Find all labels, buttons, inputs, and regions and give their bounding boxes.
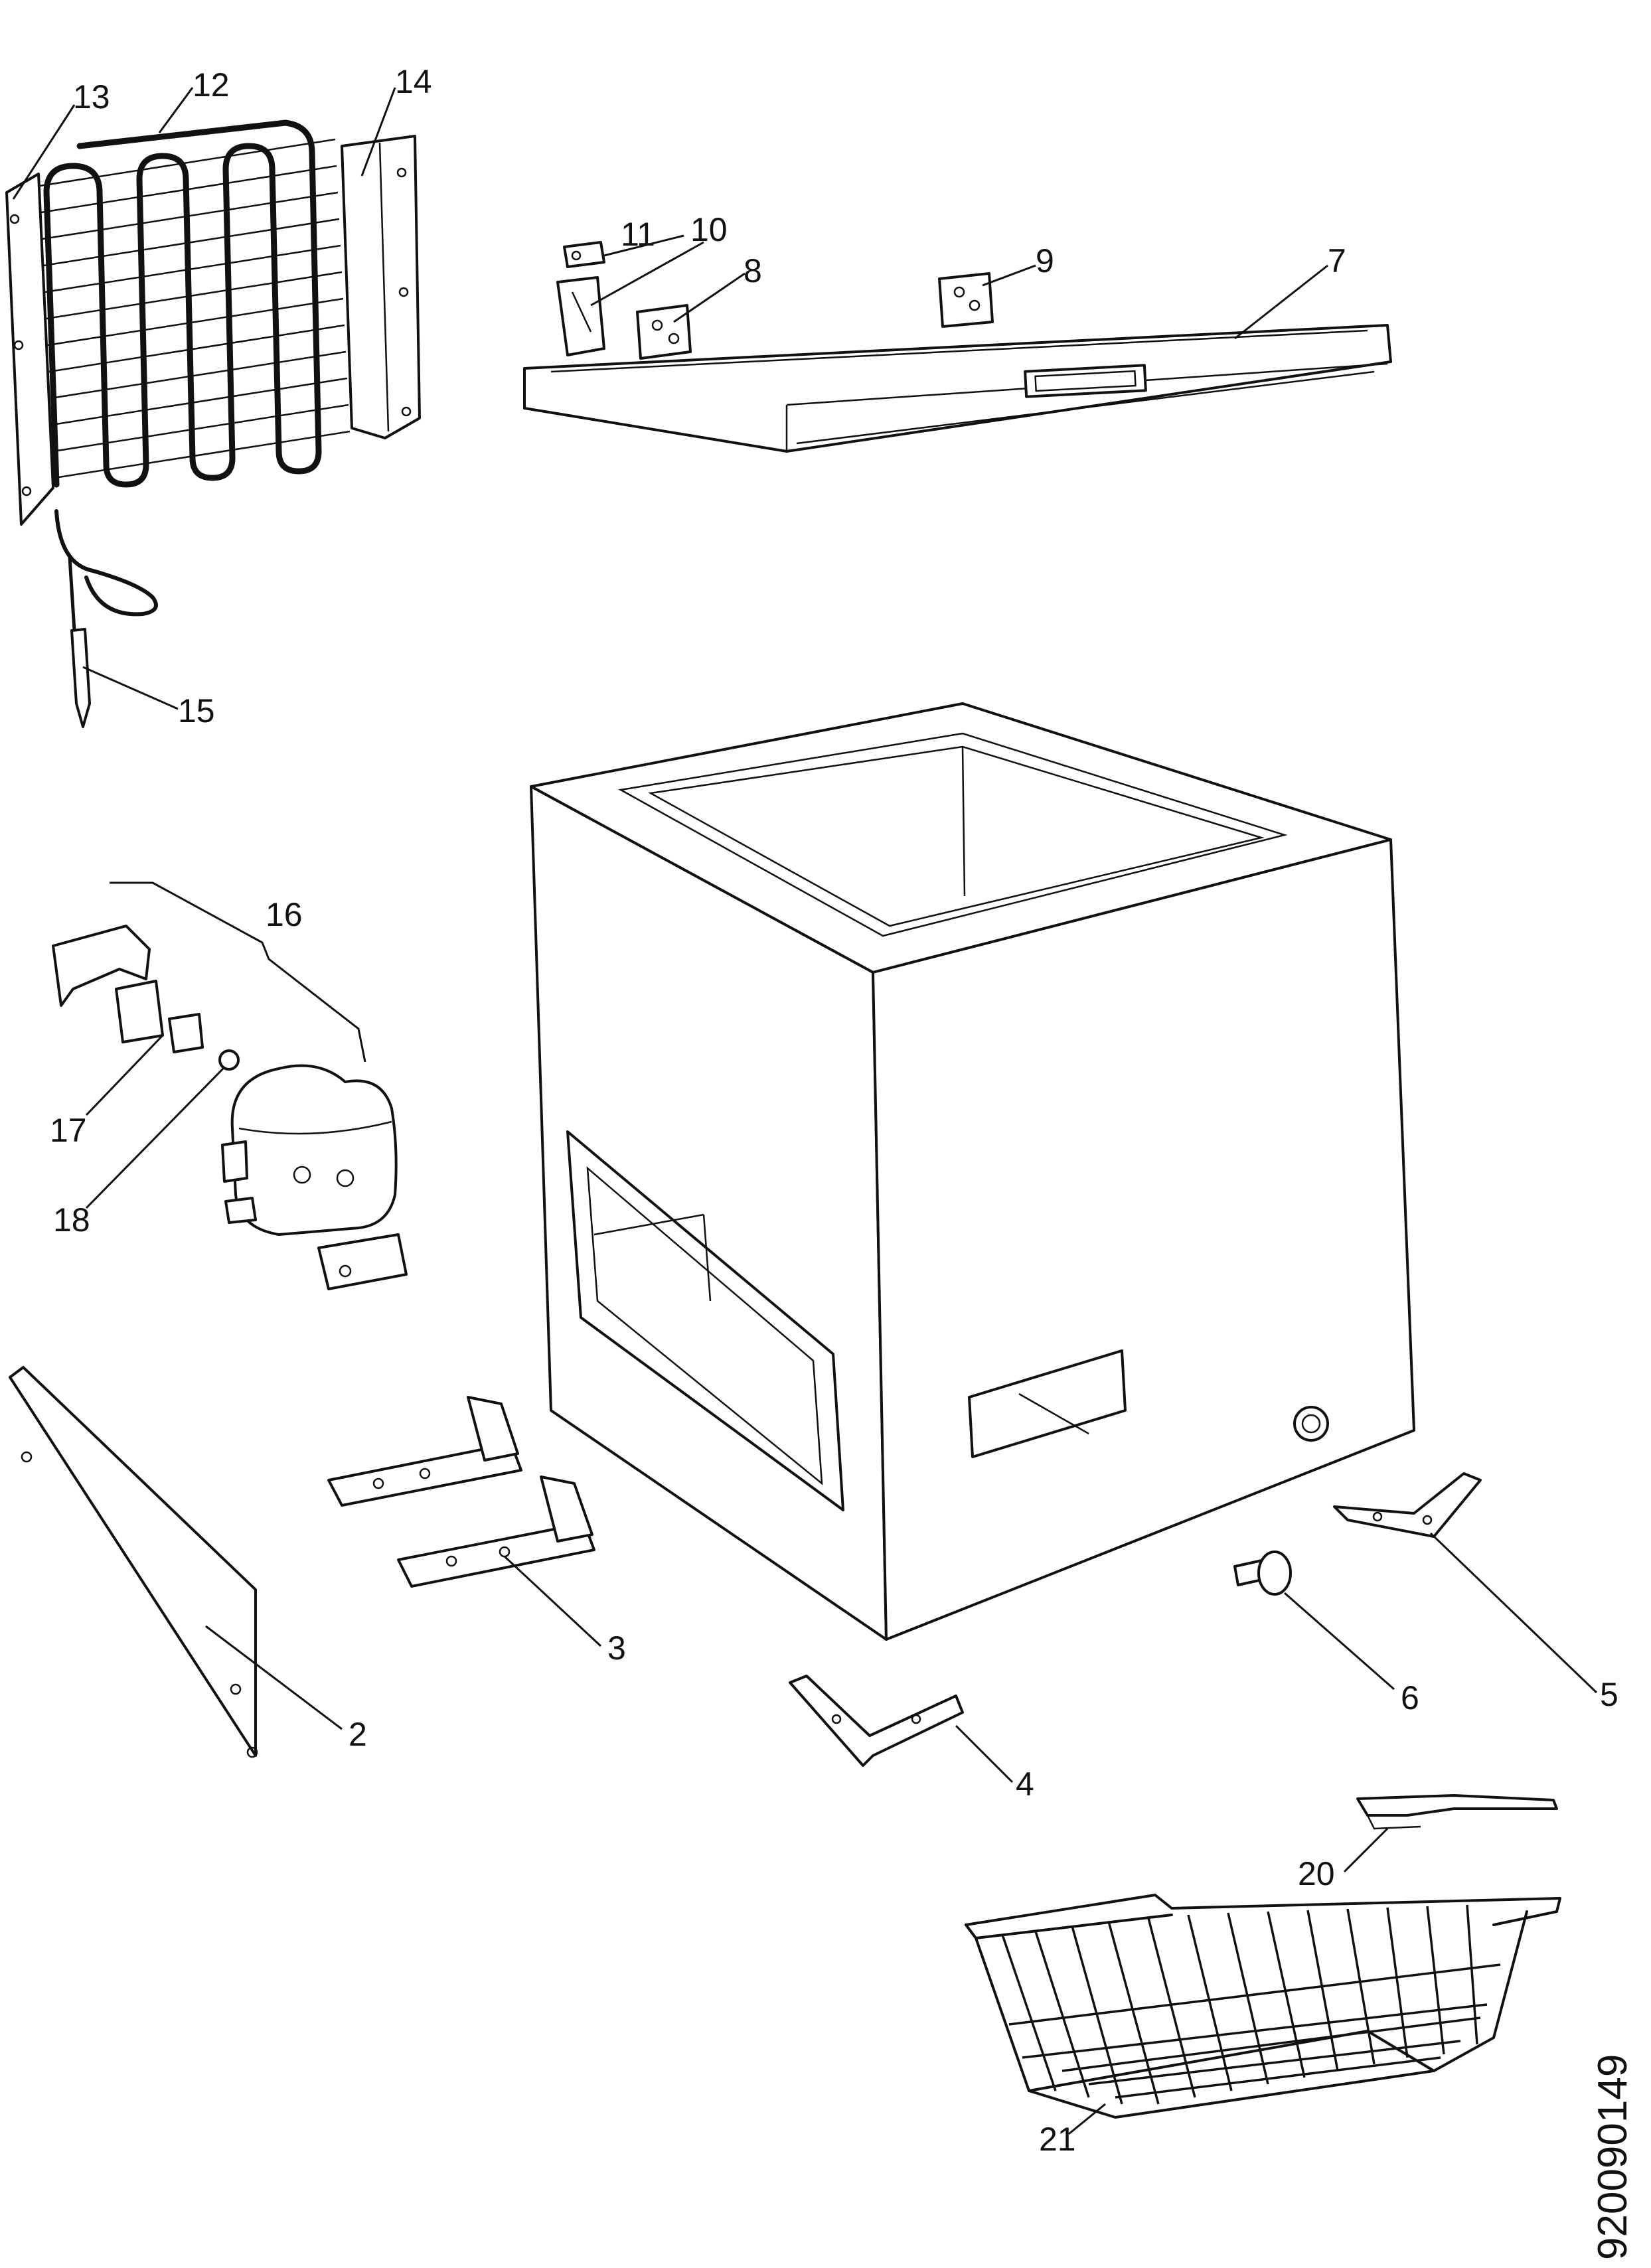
- label-2: 2: [349, 1716, 367, 1753]
- label-10: 10: [690, 211, 728, 248]
- lock-part-11: [563, 241, 605, 268]
- label-15: 15: [178, 692, 215, 729]
- drain-plug-6: [1233, 1550, 1292, 1596]
- label-6: 6: [1401, 1679, 1419, 1716]
- cabinet: [530, 702, 1415, 1641]
- scraper-20: [1356, 1794, 1558, 1830]
- rail-lower: [397, 1475, 595, 1588]
- label-11: 11: [621, 216, 655, 253]
- label-18: 18: [53, 1201, 90, 1239]
- foot-bracket-4: [789, 1675, 964, 1767]
- lock-part-10: [556, 276, 605, 356]
- basket-21: [965, 1894, 1561, 2119]
- label-17: 17: [50, 1112, 87, 1149]
- part-labels: 13 12 14 11 10 8 9 7 15 16 17 18 2 3 4 6…: [50, 63, 1636, 2260]
- hinge-8: [636, 304, 692, 360]
- document-code: 920090149: [1590, 2054, 1636, 2260]
- label-16: 16: [266, 896, 303, 933]
- label-8: 8: [744, 252, 762, 289]
- compressor-group: [52, 881, 408, 1290]
- label-20: 20: [1298, 1855, 1335, 1892]
- label-7: 7: [1328, 242, 1346, 279]
- label-12: 12: [193, 66, 230, 104]
- label-4: 4: [1016, 1766, 1034, 1803]
- foot-bracket-5: [1333, 1472, 1482, 1538]
- condenser-assembly: [5, 119, 421, 728]
- label-14: 14: [395, 63, 432, 100]
- hinge-9: [938, 272, 994, 328]
- label-9: 9: [1036, 242, 1054, 279]
- label-21: 21: [1039, 2121, 1076, 2158]
- label-3: 3: [607, 1629, 626, 1667]
- label-13: 13: [73, 78, 110, 115]
- label-5: 5: [1600, 1676, 1618, 1713]
- back-panel: [9, 1366, 258, 1758]
- leader-lines: [12, 87, 1598, 2135]
- rail-upper: [327, 1396, 522, 1507]
